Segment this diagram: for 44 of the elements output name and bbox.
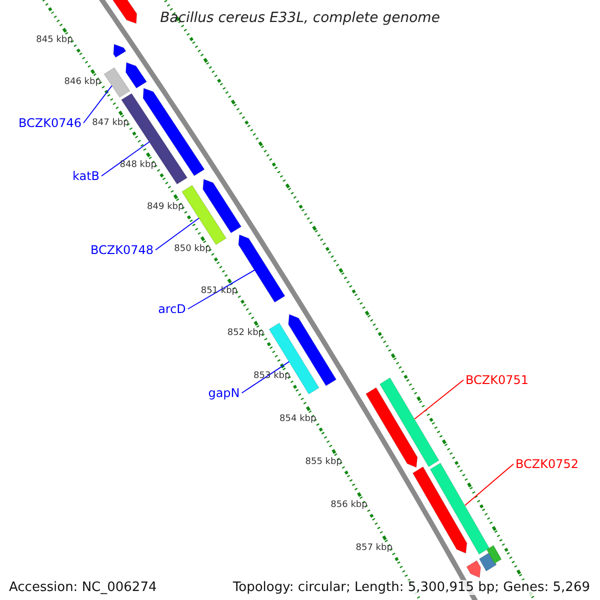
gene-feature bbox=[486, 544, 502, 564]
gene-feature bbox=[412, 466, 468, 554]
gene-feature bbox=[478, 552, 497, 572]
leader-line bbox=[414, 380, 464, 420]
leader-line bbox=[187, 270, 256, 310]
gene-label: katB bbox=[72, 169, 100, 183]
gene-feature bbox=[379, 377, 440, 468]
gene-label: arcD bbox=[158, 302, 186, 316]
gene-feature bbox=[142, 88, 205, 176]
scale-label: 846 kbp bbox=[64, 76, 101, 86]
scale-label: 847 kbp bbox=[92, 118, 129, 128]
accession-text: Accession: NC_006274 bbox=[9, 580, 157, 595]
leader-line bbox=[83, 85, 112, 124]
scale-label: 851 kbp bbox=[200, 286, 238, 296]
gene-label: BCZK0746 bbox=[18, 116, 82, 130]
gene-label: BCZK0751 bbox=[465, 373, 529, 387]
leader-line bbox=[101, 141, 150, 176]
gene-label: BCZK0748 bbox=[90, 243, 154, 257]
scale-label: 848 kbp bbox=[120, 160, 156, 170]
gene-feature bbox=[113, 44, 126, 58]
gene-feature bbox=[126, 62, 148, 88]
title: Bacillus cereus E33L, complete genome bbox=[160, 10, 440, 26]
scale-label: 845 kbp bbox=[36, 35, 73, 46]
gene-feature bbox=[430, 462, 490, 555]
scale-label: 857 kbp bbox=[356, 542, 392, 553]
scale-label: 850 kbp bbox=[174, 244, 211, 254]
gene-feature bbox=[104, 67, 130, 98]
gene-label: BCZK0752 bbox=[515, 457, 579, 471]
scale-label: 849 kbp bbox=[147, 202, 184, 212]
gene-label: gapN bbox=[208, 386, 240, 400]
leader-line bbox=[155, 218, 200, 250]
summary-text: Topology: circular; Length: 5,300,915 bp; Genes: 5,269 bbox=[232, 580, 590, 595]
gene-feature bbox=[466, 560, 481, 578]
scale-label: 856 kbp bbox=[330, 500, 368, 510]
gene-feature bbox=[202, 178, 242, 234]
leader-line bbox=[241, 361, 290, 394]
leader-line bbox=[464, 464, 514, 506]
scale-label: 852 kbp bbox=[227, 328, 264, 338]
scale-label: 854 kbp bbox=[280, 414, 316, 424]
gene-feature bbox=[268, 322, 320, 395]
gene-feature bbox=[366, 387, 418, 468]
gene-feature bbox=[238, 234, 286, 303]
scale-label: 855 kbp bbox=[305, 456, 342, 466]
gene-feature bbox=[288, 314, 337, 386]
